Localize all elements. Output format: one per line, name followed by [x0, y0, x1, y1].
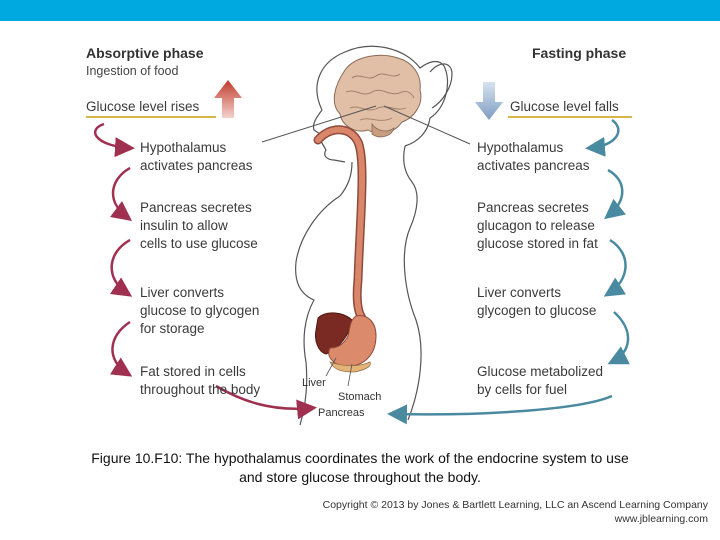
glucose-rise-arrow-icon	[214, 80, 242, 118]
caption-line-2: and store glucose throughout the body.	[239, 469, 481, 485]
absorptive-trigger: Glucose level rises	[86, 99, 200, 114]
pancreas-label: Pancreas	[318, 407, 365, 419]
hypothalamus-leader-left	[261, 105, 377, 143]
copyright-notice: Copyright © 2013 by Jones & Bartlett Lea…	[322, 499, 708, 511]
hypothalamus-illustration	[371, 122, 395, 138]
absorptive-phase-title: Absorptive phase	[86, 45, 204, 61]
pancreas-illustration	[329, 361, 371, 373]
top-accent-bar	[0, 0, 720, 21]
fasting-flow-arrows	[387, 118, 630, 425]
absorptive-trigger-divider	[86, 116, 216, 118]
liver-leader	[325, 357, 337, 377]
publisher-url: www.jblearning.com	[614, 513, 708, 525]
absorptive-flow-arrows	[93, 122, 317, 420]
brain-illustration	[333, 54, 422, 134]
fasting-phase-title: Fasting phase	[532, 45, 627, 61]
caption-line-1: Figure 10.F10: The hypothalamus coordina…	[91, 450, 629, 466]
stomach-label: Stomach	[338, 391, 382, 403]
liver-label: Liver	[302, 377, 326, 389]
stomach-illustration	[328, 315, 377, 367]
hypothalamus-leader-right	[383, 105, 471, 145]
fasting-trigger-divider	[508, 116, 632, 118]
brain-folds	[345, 73, 415, 121]
figure-caption: Figure 10.F10: The hypothalamus coordina…	[20, 449, 700, 487]
stomach-leader	[347, 363, 353, 387]
fasting-trigger: Glucose level falls	[510, 99, 619, 114]
human-body-illustration	[295, 45, 453, 426]
glucose-fall-arrow-icon	[475, 82, 503, 120]
absorptive-phase-subtitle: Ingestion of food	[86, 64, 179, 78]
liver-illustration	[315, 312, 353, 355]
